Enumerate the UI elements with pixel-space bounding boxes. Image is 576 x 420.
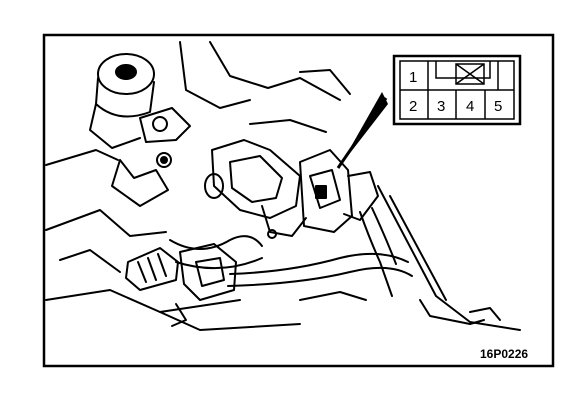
hose [169, 235, 263, 250]
cylinder-component [89, 53, 155, 149]
cross-hatched-box-icon [455, 63, 485, 85]
throttle-body [204, 139, 307, 239]
pin-label: 2 [409, 98, 417, 115]
pin-label: 4 [466, 98, 474, 115]
figure-reference-code: 16P0226 [480, 347, 528, 361]
hose [175, 257, 263, 270]
wire-harness [125, 207, 413, 327]
connector-pin-diagram: 1 2 3 4 5 [392, 54, 522, 126]
engine-illustration [45, 41, 521, 331]
throttle-sensor-connector [299, 149, 379, 233]
pin-label: 5 [494, 98, 502, 115]
side-panel [299, 185, 521, 331]
pin-label: 1 [409, 69, 417, 86]
pin-label: 3 [437, 98, 445, 115]
mount-bracket [111, 107, 191, 207]
callout-pointer [336, 92, 388, 169]
